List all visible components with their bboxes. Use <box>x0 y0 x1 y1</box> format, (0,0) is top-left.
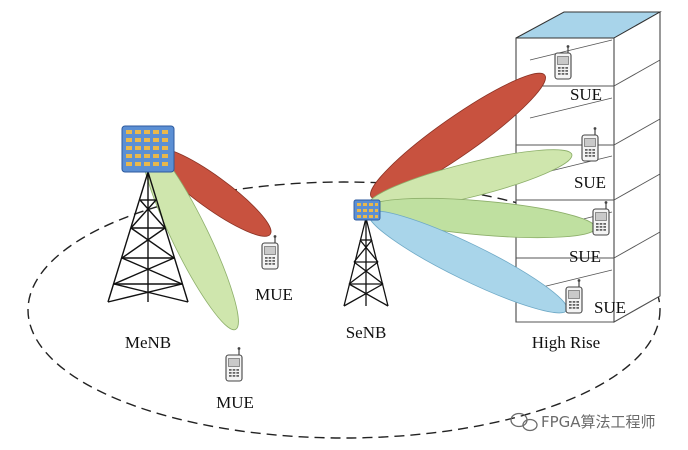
watermark-text: FPGA算法工程师 <box>541 413 656 431</box>
menb-antenna-panel <box>121 125 175 173</box>
watermark: FPGA算法工程师 <box>510 412 656 432</box>
sue-label-3: SUE <box>569 247 601 266</box>
senb-label: SeNB <box>346 323 387 342</box>
sue-label-4: SUE <box>594 298 626 317</box>
mobile-phone-icon <box>225 346 243 382</box>
lattice-tower-icon <box>107 171 189 303</box>
senb-beams <box>367 72 596 314</box>
sue-label-1: SUE <box>570 85 602 104</box>
building-side <box>613 11 661 323</box>
mue-label-2: MUE <box>216 393 254 412</box>
sue-label-2: SUE <box>574 173 606 192</box>
menb-label: MeNB <box>125 333 171 352</box>
senb-beam-red <box>370 72 546 200</box>
lattice-tower-icon <box>343 217 389 307</box>
wechat-bubble-icon <box>510 412 538 432</box>
senb-tower <box>343 199 389 307</box>
senb-antenna-panel <box>353 199 381 221</box>
mobile-phone-icon <box>261 234 279 270</box>
coverage-area <box>27 181 661 439</box>
menb-tower <box>107 125 189 303</box>
mue-label-1: MUE <box>255 285 293 304</box>
building-label: High Rise <box>532 333 600 352</box>
